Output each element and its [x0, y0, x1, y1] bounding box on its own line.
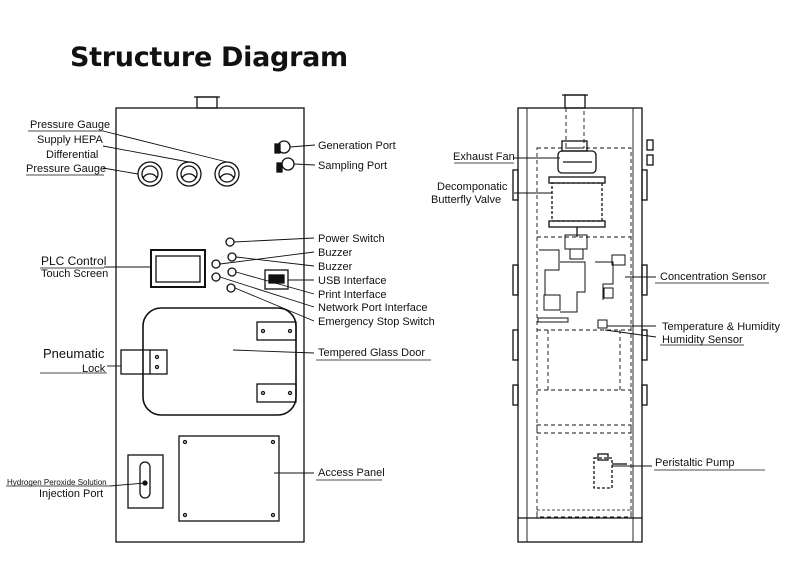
label-sampling-port: Sampling Port	[318, 160, 388, 172]
label-underlines	[6, 130, 769, 487]
access-panel	[178, 435, 280, 522]
label-differential-pressure-gauge: Pressure Gauge	[26, 163, 107, 175]
side-base	[518, 509, 642, 519]
side-internal-structure	[536, 107, 632, 518]
label-humidity-sensor: Humidity Sensor	[662, 334, 743, 346]
label-plc-control: PLC Control	[41, 254, 107, 268]
label-access-panel: Access Panel	[318, 467, 385, 479]
label-power-switch: Power Switch	[318, 233, 385, 245]
label-butterfly-valve: Butterfly Valve	[431, 194, 502, 206]
label-hydrogen-solution: Hydrogen Peroxide Solution	[7, 478, 107, 487]
side-leader-lines	[514, 157, 657, 467]
label-concentration-sensor: Concentration Sensor	[660, 271, 767, 283]
front-leader-lines	[102, 130, 316, 487]
label-lock: Lock	[82, 363, 106, 375]
label-pressure-gauge: Pressure Gauge	[30, 119, 111, 131]
label-buzzer-1: Buzzer	[318, 247, 353, 259]
plc-touch-screen	[150, 249, 206, 288]
label-touch-screen: Touch Screen	[41, 268, 109, 280]
label-buzzer-2: Buzzer	[318, 261, 353, 273]
label-usb-interface: USB Interface	[318, 275, 387, 287]
butterfly-valve	[548, 176, 606, 237]
label-emergency-stop-switch: Emergency Stop Switch	[318, 316, 435, 328]
injection-port	[127, 454, 164, 509]
label-generation-port: Generation Port	[318, 140, 396, 152]
pneumatic-lock	[120, 349, 168, 375]
label-temperature-humidity: Temperature & Humidity	[662, 321, 780, 333]
label-supply-hepa: Supply HEPA	[37, 134, 103, 146]
diagram-title: Structure Diagram	[70, 42, 348, 73]
front-cabinet	[115, 96, 305, 543]
pressure-gauges	[137, 161, 240, 187]
label-print-interface: Print Interface	[318, 289, 387, 301]
peristaltic-pump	[593, 453, 627, 489]
label-injection-port: Injection Port	[39, 488, 104, 500]
exhaust-fan	[557, 140, 597, 174]
label-exhaust-fan: Exhaust Fan	[453, 151, 515, 163]
ports	[274, 140, 295, 173]
sensor-cluster	[537, 234, 626, 329]
label-decomponatic: Decomponatic	[437, 181, 508, 193]
label-pneumatic: Pneumatic	[43, 346, 105, 361]
label-network-port-interface: Network Port Interface	[318, 302, 428, 314]
tempered-glass-door	[142, 307, 297, 416]
label-differential: Differential	[46, 149, 99, 161]
label-tempered-glass-door: Tempered Glass Door	[318, 347, 425, 359]
label-peristaltic-pump: Peristaltic Pump	[655, 457, 735, 469]
